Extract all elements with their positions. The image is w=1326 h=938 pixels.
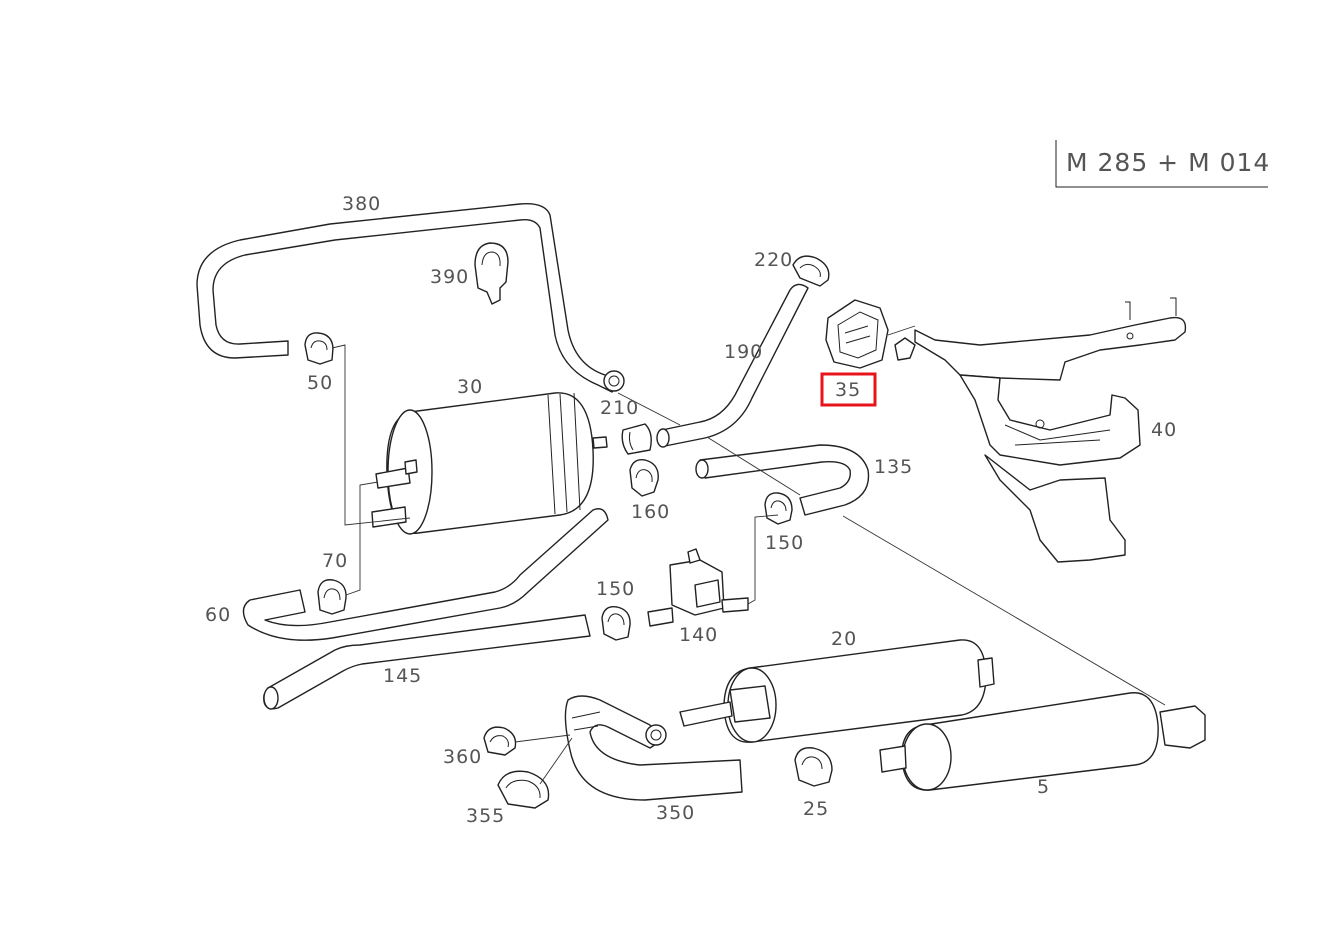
pipe-350[interactable] <box>564 695 743 801</box>
label-5[interactable]: 5 <box>1037 776 1050 798</box>
label-360[interactable]: 360 <box>443 746 482 768</box>
label-145[interactable]: 145 <box>383 665 422 687</box>
filter-30[interactable] <box>371 392 608 535</box>
leader-lines <box>331 325 1166 785</box>
label-150-lower[interactable]: 150 <box>596 578 635 600</box>
clamp-50[interactable] <box>304 332 334 365</box>
label-140[interactable]: 140 <box>679 624 718 646</box>
label-70[interactable]: 70 <box>322 550 348 572</box>
valve-140[interactable] <box>647 548 749 627</box>
label-30[interactable]: 30 <box>457 376 483 398</box>
clamp-150-lower[interactable] <box>601 606 631 641</box>
label-380[interactable]: 380 <box>342 193 381 215</box>
muffler-5[interactable] <box>879 692 1206 791</box>
model-label: M 285 + M 014 <box>1066 148 1270 177</box>
label-355[interactable]: 355 <box>466 805 505 827</box>
label-210[interactable]: 210 <box>600 397 639 419</box>
hose-145[interactable] <box>263 614 591 710</box>
clamp-220[interactable] <box>792 255 830 287</box>
label-220[interactable]: 220 <box>754 249 793 271</box>
clamp-390[interactable] <box>474 242 509 305</box>
clamp-355[interactable] <box>497 770 550 809</box>
label-390[interactable]: 390 <box>430 266 469 288</box>
label-60[interactable]: 60 <box>205 604 231 626</box>
label-160[interactable]: 160 <box>631 501 670 523</box>
label-20[interactable]: 20 <box>831 628 857 650</box>
label-25[interactable]: 25 <box>803 798 829 820</box>
clamp-360[interactable] <box>483 726 517 756</box>
hose-190[interactable] <box>656 283 809 448</box>
label-50[interactable]: 50 <box>307 372 333 394</box>
label-150-upper[interactable]: 150 <box>765 532 804 554</box>
model-box: M 285 + M 014 <box>1055 140 1270 188</box>
clamp-160[interactable] <box>629 459 659 497</box>
highlight-box-35 <box>820 372 877 407</box>
part-35[interactable] <box>825 299 889 369</box>
hose-60[interactable] <box>242 508 609 641</box>
label-35[interactable]: 35 <box>835 379 861 401</box>
label-190[interactable]: 190 <box>724 341 763 363</box>
clamp-210[interactable] <box>621 423 652 455</box>
muffler-20[interactable] <box>679 639 995 743</box>
bracket-40[interactable] <box>894 297 1187 563</box>
clamp-70[interactable] <box>317 579 347 615</box>
clamp-25[interactable] <box>794 747 833 787</box>
label-350[interactable]: 350 <box>656 802 695 824</box>
hose-380[interactable] <box>196 203 625 393</box>
clamp-150-upper[interactable] <box>764 492 793 525</box>
label-40[interactable]: 40 <box>1151 419 1177 441</box>
label-135[interactable]: 135 <box>874 456 913 478</box>
part-labels: 380 390 50 30 70 60 145 220 190 210 160 … <box>205 193 1177 827</box>
hose-135[interactable] <box>695 444 870 516</box>
